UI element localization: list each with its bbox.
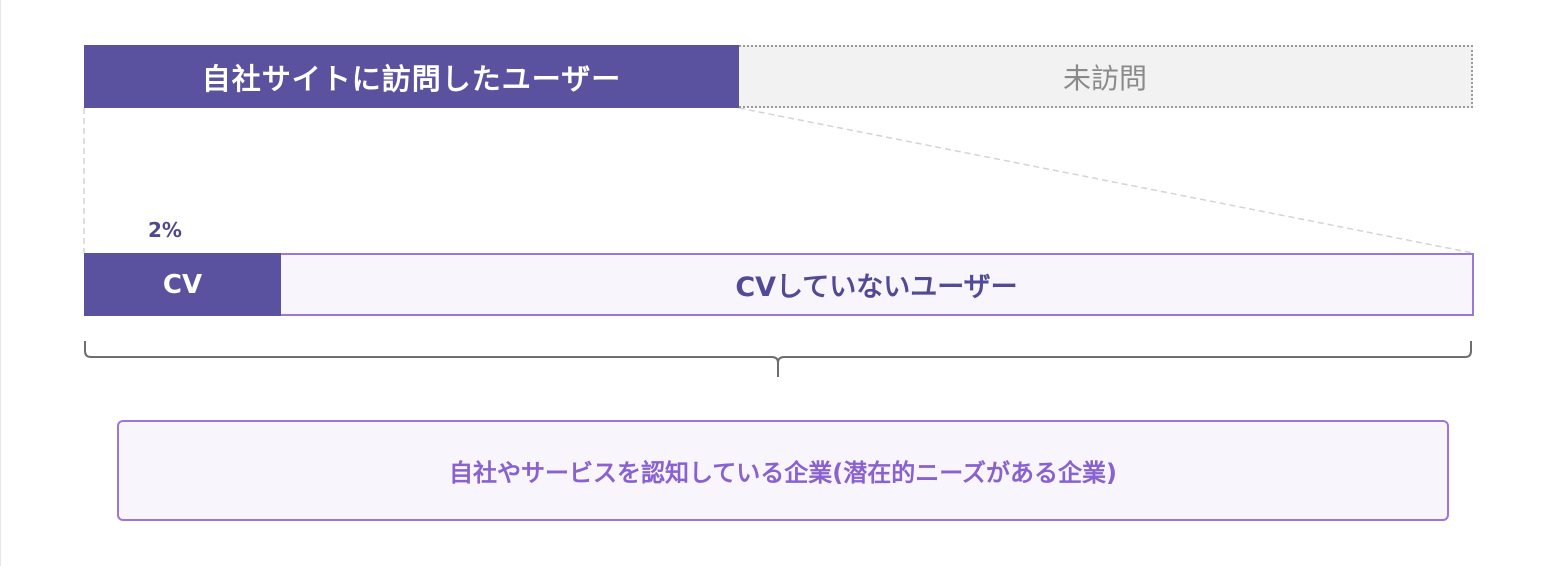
aware-companies-box: 自社やサービスを認知している企業(潜在的ニーズがある企業)	[117, 420, 1449, 521]
visited-users-label: 自社サイトに訪問したユーザー	[201, 61, 622, 96]
right-dashed-connector	[738, 107, 1474, 254]
non-cv-users-bar: CVしていないユーザー	[281, 253, 1474, 316]
cv-label: CV	[162, 269, 203, 300]
unvisited-bar: 未訪問	[739, 45, 1473, 108]
curly-brace	[84, 341, 1472, 377]
visited-users-bar: 自社サイトに訪問したユーザー	[84, 45, 739, 108]
non-cv-users-label: CVしていないユーザー	[735, 272, 1018, 303]
unvisited-label: 未訪問	[1062, 61, 1147, 95]
cv-percentage: 2%	[148, 218, 182, 242]
cv-bar: CV	[84, 253, 281, 316]
page-left-border	[0, 0, 1, 566]
aware-companies-label: 自社やサービスを認知している企業(潜在的ニーズがある企業)	[448, 459, 1117, 487]
